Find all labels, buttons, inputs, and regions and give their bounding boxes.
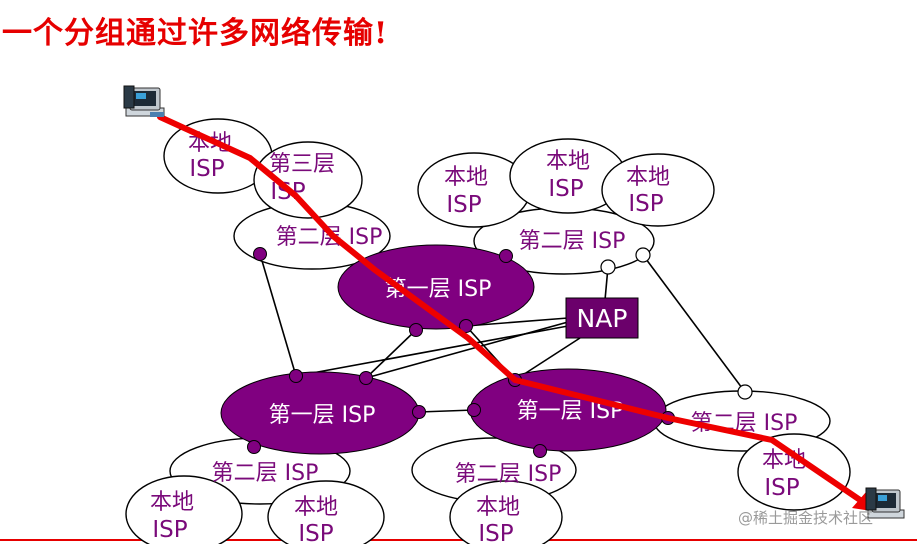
- tier1-isp-top-oval: [337, 244, 535, 330]
- local-isp-right-isp: ISP: [764, 475, 799, 501]
- local-isp-top-a-cn: 本地: [444, 165, 488, 190]
- local-isp-top-c-isp: ISP: [628, 191, 663, 217]
- router-node: [253, 247, 267, 261]
- computer-icon-source: [123, 85, 165, 117]
- local-isp-top-b-isp: ISP: [548, 176, 583, 202]
- router-node: [412, 405, 426, 419]
- local-isp-bottommid-oval: [449, 480, 563, 548]
- router-node: [533, 444, 547, 458]
- packet-path: [157, 114, 866, 505]
- local-isp-top-a-isp: ISP: [446, 192, 481, 218]
- local-isp-bottomleft-b-isp: ISP: [298, 521, 333, 544]
- local-isp-bottomleft-a-isp: ISP: [152, 517, 187, 543]
- tier3-isp-cn: 第三层: [269, 152, 335, 177]
- local-isp-top-b-cn: 本地: [546, 149, 590, 174]
- tier2-isp-topright-label: 第二层 ISP: [519, 229, 626, 254]
- watermark: @稀土掘金技术社区: [738, 509, 874, 527]
- nap-box: [565, 297, 639, 339]
- tier1-isp-left-label: 第一层 ISP: [269, 403, 376, 428]
- link-t1top-t1left: [365, 329, 417, 379]
- router-node-open: [635, 247, 651, 263]
- local-isp-bottommid-cn: 本地: [476, 495, 520, 520]
- router-node: [359, 371, 373, 385]
- local-isp-bottomleft-a-oval: [125, 475, 243, 548]
- link-nap-t1left-b: [295, 325, 569, 377]
- router-node-open: [600, 259, 616, 275]
- router-node-open: [737, 384, 753, 400]
- link-t2left-t1left: [259, 253, 297, 377]
- nap-label: NAP: [577, 304, 628, 333]
- router-node: [409, 323, 423, 337]
- local-isp-right-oval: [737, 433, 851, 511]
- router-node: [289, 369, 303, 383]
- link-nap-t1top: [465, 317, 569, 327]
- link-t1left-t1right: [418, 409, 475, 413]
- slide-title: 一个分组通过许多网络传输!: [2, 16, 389, 51]
- router-node: [499, 249, 513, 263]
- router-node: [467, 403, 481, 417]
- local-isp-bottomleft-b-oval: [267, 480, 385, 548]
- local-isp-bottommid-isp: ISP: [478, 521, 513, 544]
- local-isp-bottomleft-b-cn: 本地: [294, 495, 338, 520]
- router-node: [247, 440, 261, 454]
- tier2-isp-bottomleft-label: 第二层 ISP: [212, 461, 319, 486]
- link-nap-t1left-a: [365, 321, 569, 379]
- local-isp-top-c-oval: [601, 153, 715, 227]
- tier3-isp-oval: [253, 141, 363, 219]
- link-t2topright-t2right: [642, 254, 746, 393]
- tier2-isp-bottommid-label: 第二层 ISP: [455, 462, 562, 487]
- router-node: [459, 319, 473, 333]
- computer-icon-destination: [865, 487, 905, 519]
- local-isp-top-c-cn: 本地: [626, 165, 670, 190]
- local-isp-bottomleft-a-cn: 本地: [150, 490, 194, 515]
- local-isp-topleft-isp: ISP: [189, 156, 224, 182]
